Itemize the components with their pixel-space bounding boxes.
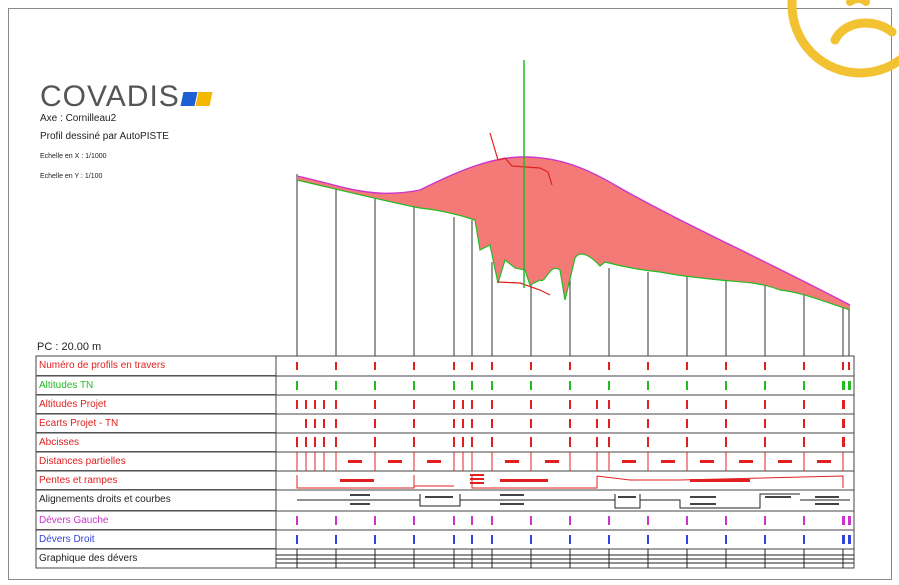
logo-yellow-square (195, 92, 213, 106)
row-label-numero: Numéro de profils en travers (36, 356, 276, 376)
drawing-sheet (8, 8, 892, 580)
table-values-alignements-text (350, 494, 839, 505)
row-label-abcisses: Abcisses (36, 433, 276, 452)
scale-x-label: Echelle en X : 1/1000 (40, 153, 107, 160)
table-values-distances-text (348, 460, 831, 463)
table-values-pentes (296, 475, 844, 489)
project-line (296, 156, 851, 306)
table-values-projet (296, 400, 845, 409)
row-label-pentes: Pentes et rampes (36, 471, 276, 490)
profile-subtitle: Profil dessiné par AutoPISTE (40, 131, 169, 142)
axe-label: Axe : Cornilleau2 (40, 113, 117, 124)
table-row-labels: Numéro de profils en travers Altitudes T… (36, 356, 276, 568)
table-values-pentes-text (340, 474, 750, 484)
table-values-ecarts (305, 419, 845, 428)
covadis-logo: COVADIS (40, 80, 213, 114)
table-values-tn (296, 381, 851, 390)
sad-face-icon (787, 0, 899, 78)
table-values-numero (296, 362, 850, 370)
table-values-distances (296, 452, 844, 471)
red-annotation-line-2 (496, 281, 551, 296)
row-label-altitudes-projet: Altitudes Projet (36, 395, 276, 414)
row-label-altitudes-tn: Altitudes TN (36, 376, 276, 395)
scale-y-label: Echelle en Y : 1/100 (40, 173, 103, 180)
cut-fill-area (297, 156, 850, 310)
row-label-ecarts: Ecarts Projet - TN (36, 414, 276, 433)
table-values-abcisses (296, 437, 845, 447)
reference-plane-label: PC : 20.00 m (37, 341, 102, 353)
logo-text: COVADIS (40, 80, 180, 113)
table-values-devers-gauche (296, 516, 851, 525)
row-label-devers-gauche: Dévers Gauche (36, 511, 276, 530)
table-values-devers-droit (296, 535, 851, 544)
tn-line (296, 179, 851, 311)
row-label-devers-droit: Dévers Droit (36, 530, 276, 549)
red-annotation-line (489, 132, 553, 186)
row-label-graphique: Graphique des dévers (39, 553, 138, 564)
row-label-alignements: Alignements droits et courbes (36, 490, 276, 511)
guitar-table-grid (35, 355, 855, 569)
devers-graph (276, 549, 854, 568)
table-values-alignements (297, 493, 850, 509)
row-label-distances: Distances partielles (36, 452, 276, 471)
